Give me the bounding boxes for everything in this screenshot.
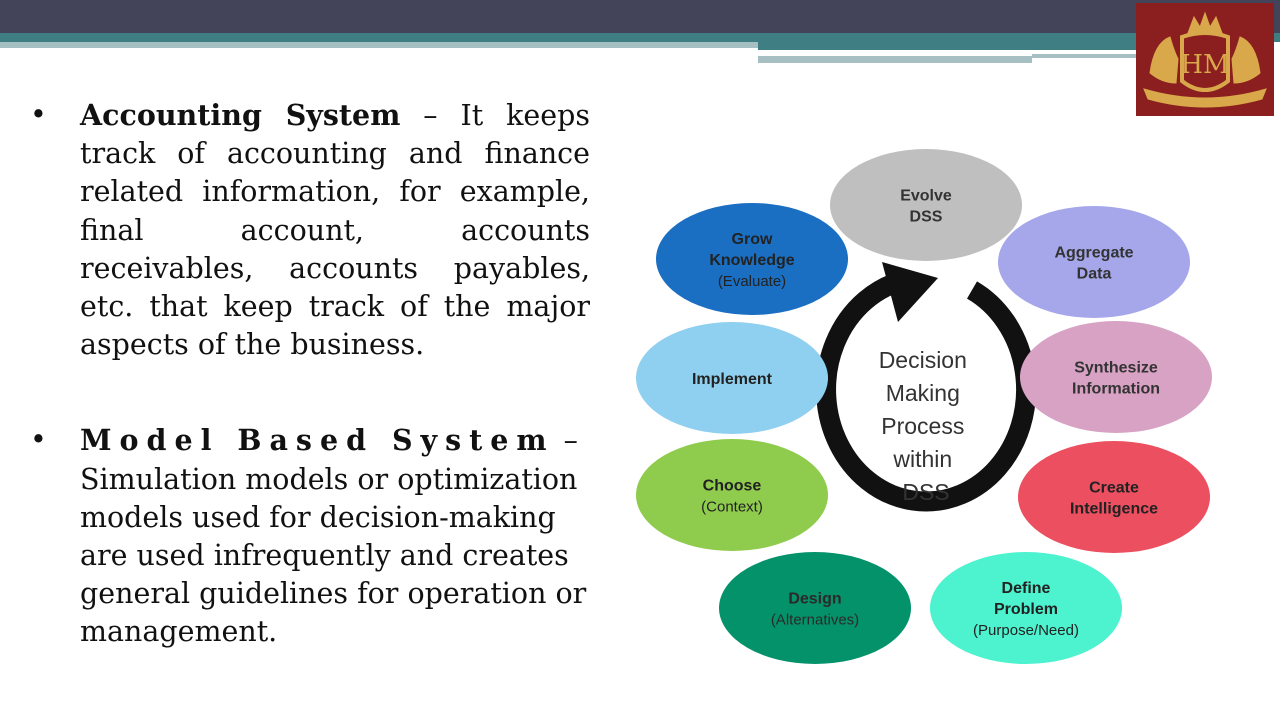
bullet-list: • Accounting System – It keeps track of …: [30, 96, 590, 652]
cycle-node-ellipse: [636, 322, 828, 434]
header-band-teal: [0, 33, 1280, 42]
cycle-node-subtitle: (Alternatives): [771, 612, 859, 629]
center-line: Decision: [879, 347, 967, 373]
center-line: within: [892, 446, 952, 472]
cycle-node-ellipse: [1020, 321, 1212, 433]
bullet-text: – Simulation models or optimization mode…: [80, 424, 587, 649]
bullet-marker: •: [30, 98, 47, 131]
cycle-node-title: Choose: [703, 478, 762, 495]
cycle-node-title: Problem: [994, 601, 1058, 618]
center-line: Process: [881, 413, 964, 439]
cycle-node: Design (Alternatives): [719, 552, 911, 664]
cycle-node-ellipse: [656, 203, 848, 315]
cycle-node-title: DSS: [910, 209, 943, 226]
bullet-model-based-system: • Model Based System – Simulation models…: [30, 421, 590, 651]
institute-crest-logo: HM: [1136, 3, 1274, 116]
cycle-nodes: EvolveDSSAggregateDataSynthesizeInformat…: [636, 149, 1212, 664]
cycle-node-title: Evolve: [900, 188, 952, 205]
header-band-light: [0, 42, 760, 48]
svg-text:HM: HM: [1180, 50, 1229, 80]
cycle-node-subtitle: (Context): [701, 499, 763, 516]
cycle-node-title: Synthesize: [1074, 360, 1158, 377]
cycle-node-title: Information: [1072, 381, 1160, 398]
cycle-arrow-head: [882, 262, 938, 322]
cycle-node-title: Design: [788, 591, 841, 608]
bullet-term: Model Based System: [80, 423, 555, 458]
cycle-node-subtitle: (Evaluate): [718, 273, 786, 290]
crest-emblem-icon: HM: [1143, 11, 1267, 108]
cycle-node-title: Intelligence: [1070, 501, 1158, 518]
cycle-node-ellipse: [1018, 441, 1210, 553]
cycle-node-title: Define: [1002, 580, 1051, 597]
center-line: Making: [886, 380, 960, 406]
header-band-dark: [0, 0, 1280, 33]
cycle-node-title: Create: [1089, 480, 1139, 497]
cycle-node-title: Grow: [732, 231, 773, 248]
cycle-node: Choose (Context): [636, 439, 828, 551]
header-band-accent: [758, 42, 1158, 50]
cycle-node-ellipse: [930, 552, 1122, 664]
header-band-light-right: [758, 56, 1032, 63]
cycle-node-ellipse: [719, 552, 911, 664]
cycle-node-subtitle: (Purpose/Need): [973, 622, 1079, 639]
cycle-node-title: Aggregate: [1054, 245, 1133, 262]
cycle-node: Implement: [636, 322, 828, 434]
cycle-node-ellipse: [830, 149, 1022, 261]
bullet-text: – It keeps track of accounting and finan…: [80, 99, 590, 362]
cycle-node-ellipse: [636, 439, 828, 551]
header-band-light-right-2: [1032, 54, 1182, 58]
dss-cycle-svg: Decision Making Process within DSS Evolv…: [636, 149, 1212, 664]
cycle-node-title: Knowledge: [709, 252, 794, 269]
dss-cycle-diagram: Decision Making Process within DSS Evolv…: [620, 140, 1230, 680]
bullet-marker: •: [30, 423, 47, 457]
center-line: DSS: [902, 479, 949, 505]
bullet-accounting-system: • Accounting System – It keeps track of …: [30, 96, 590, 364]
center-label: Decision Making Process within DSS: [879, 347, 974, 505]
bullet-term: Accounting System: [80, 98, 401, 132]
cycle-node-title: Implement: [692, 371, 773, 388]
cycle-node-title: Data: [1077, 266, 1112, 283]
cycle-node-ellipse: [998, 206, 1190, 318]
